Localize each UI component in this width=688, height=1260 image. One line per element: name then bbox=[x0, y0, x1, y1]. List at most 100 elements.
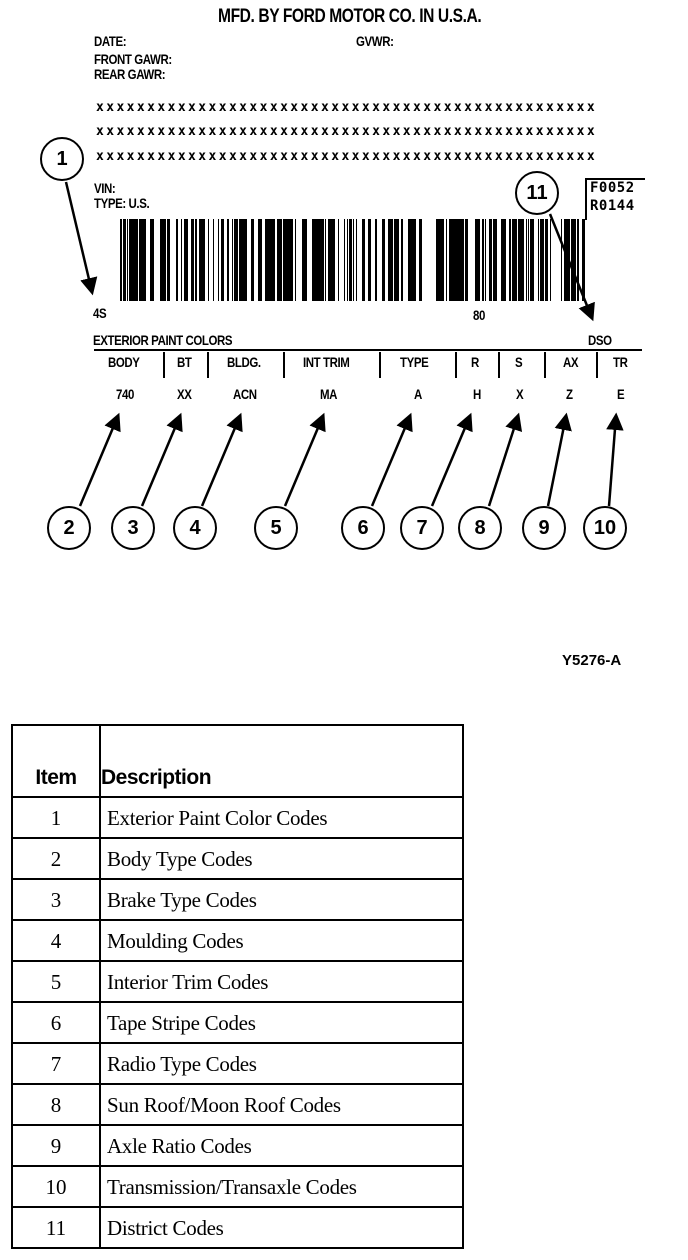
table-header-row: Item Description bbox=[11, 724, 464, 798]
column-separator bbox=[455, 352, 457, 378]
callout-11: 11 bbox=[515, 171, 559, 215]
code-value-body: 740 bbox=[116, 386, 134, 402]
item-number: 7 bbox=[11, 1042, 101, 1085]
paint-code-value: 4S bbox=[93, 305, 107, 321]
callout-arrow-6 bbox=[370, 412, 413, 507]
code-value-bt: XX bbox=[177, 386, 192, 402]
code-header-r: R bbox=[471, 354, 479, 370]
code-header-bt: BT bbox=[177, 354, 192, 370]
item-number: 1 bbox=[11, 796, 101, 839]
date-field-label: DATE: bbox=[94, 33, 127, 49]
callout-arrow-8 bbox=[487, 412, 523, 507]
gvwr-field-label: GVWR: bbox=[356, 33, 394, 49]
item-description: Exterior Paint Color Codes bbox=[99, 796, 464, 839]
callout-arrow-9 bbox=[546, 412, 572, 507]
column-separator bbox=[596, 352, 598, 378]
code-header-type: TYPE bbox=[400, 354, 429, 370]
callout-10: 10 bbox=[583, 506, 627, 550]
callout-6: 6 bbox=[341, 506, 385, 550]
callout-arrow-3 bbox=[140, 412, 183, 507]
callout-arrow-11 bbox=[548, 213, 595, 322]
callout-9: 9 bbox=[522, 506, 566, 550]
callout-arrow-4 bbox=[200, 412, 243, 507]
item-number: 9 bbox=[11, 1124, 101, 1167]
column-separator bbox=[379, 352, 381, 378]
callout-arrow-10 bbox=[606, 412, 624, 507]
code-value-int-trim: MA bbox=[320, 386, 338, 402]
callout-arrow-2 bbox=[78, 412, 121, 507]
district-code-box bbox=[585, 178, 645, 220]
item-column-header: Item bbox=[11, 724, 101, 798]
district-code-line: F0052 bbox=[590, 180, 635, 196]
item-number: 11 bbox=[11, 1206, 101, 1249]
mid-code-value: 80 bbox=[473, 307, 485, 323]
item-number: 4 bbox=[11, 919, 101, 962]
item-number: 2 bbox=[11, 837, 101, 880]
code-header-body: BODY bbox=[108, 354, 140, 370]
code-header-rule bbox=[94, 349, 642, 351]
item-description: Radio Type Codes bbox=[99, 1042, 464, 1085]
callout-arrow-7 bbox=[430, 412, 473, 507]
code-header-tr: TR bbox=[613, 354, 628, 370]
placeholder-x-row: xxxxxxxxxxxxxxxxxxxxxxxxxxxxxxxxxxxxxxxx… bbox=[96, 124, 598, 139]
code-header-ax: AX bbox=[563, 354, 579, 370]
item-number: 10 bbox=[11, 1165, 101, 1208]
column-separator bbox=[498, 352, 500, 378]
callout-5: 5 bbox=[254, 506, 298, 550]
barcode bbox=[120, 219, 585, 301]
item-description: Transmission/Transaxle Codes bbox=[99, 1165, 464, 1208]
item-description: Brake Type Codes bbox=[99, 878, 464, 921]
placeholder-x-row: xxxxxxxxxxxxxxxxxxxxxxxxxxxxxxxxxxxxxxxx… bbox=[96, 100, 598, 115]
column-separator bbox=[544, 352, 546, 378]
dso-label: DSO bbox=[588, 332, 612, 348]
item-number: 5 bbox=[11, 960, 101, 1003]
vin-field-label: VIN: bbox=[94, 180, 116, 196]
callout-arrow-1 bbox=[64, 181, 98, 296]
item-description: Tape Stripe Codes bbox=[99, 1001, 464, 1044]
callout-arrow-5 bbox=[283, 412, 326, 507]
code-value-tr: E bbox=[617, 386, 625, 402]
certification-label-diagram: MFD. BY FORD MOTOR CO. IN U.S.A. DATE: G… bbox=[40, 6, 645, 669]
item-description: Interior Trim Codes bbox=[99, 960, 464, 1003]
code-value-s: X bbox=[516, 386, 524, 402]
callout-8: 8 bbox=[458, 506, 502, 550]
column-separator bbox=[207, 352, 209, 378]
exterior-paint-colors-label: EXTERIOR PAINT COLORS bbox=[93, 332, 233, 348]
item-description: Body Type Codes bbox=[99, 837, 464, 880]
callout-1: 1 bbox=[40, 137, 84, 181]
code-header-s: S bbox=[515, 354, 523, 370]
item-number: 6 bbox=[11, 1001, 101, 1044]
callout-3: 3 bbox=[111, 506, 155, 550]
code-header-int-trim: INT TRIM bbox=[303, 354, 350, 370]
figure-id: Y5276-A bbox=[562, 652, 622, 669]
callout-7: 7 bbox=[400, 506, 444, 550]
description-column-header: Description bbox=[99, 724, 464, 798]
item-number: 8 bbox=[11, 1083, 101, 1126]
code-value-type: A bbox=[414, 386, 422, 402]
district-code-line: R0144 bbox=[590, 198, 635, 214]
code-value-r: H bbox=[473, 386, 481, 402]
callout-4: 4 bbox=[173, 506, 217, 550]
code-value-bldg: ACN bbox=[233, 386, 257, 402]
item-number: 3 bbox=[11, 878, 101, 921]
code-value-ax: Z bbox=[566, 386, 573, 402]
code-header-bldg: BLDG. bbox=[227, 354, 261, 370]
item-description: Moulding Codes bbox=[99, 919, 464, 962]
column-separator bbox=[283, 352, 285, 378]
column-separator bbox=[163, 352, 165, 378]
item-description: Sun Roof/Moon Roof Codes bbox=[99, 1083, 464, 1126]
item-description: Axle Ratio Codes bbox=[99, 1124, 464, 1167]
label-title: MFD. BY FORD MOTOR CO. IN U.S.A. bbox=[218, 6, 482, 27]
item-description: District Codes bbox=[99, 1206, 464, 1249]
callout-arrows bbox=[64, 181, 624, 507]
